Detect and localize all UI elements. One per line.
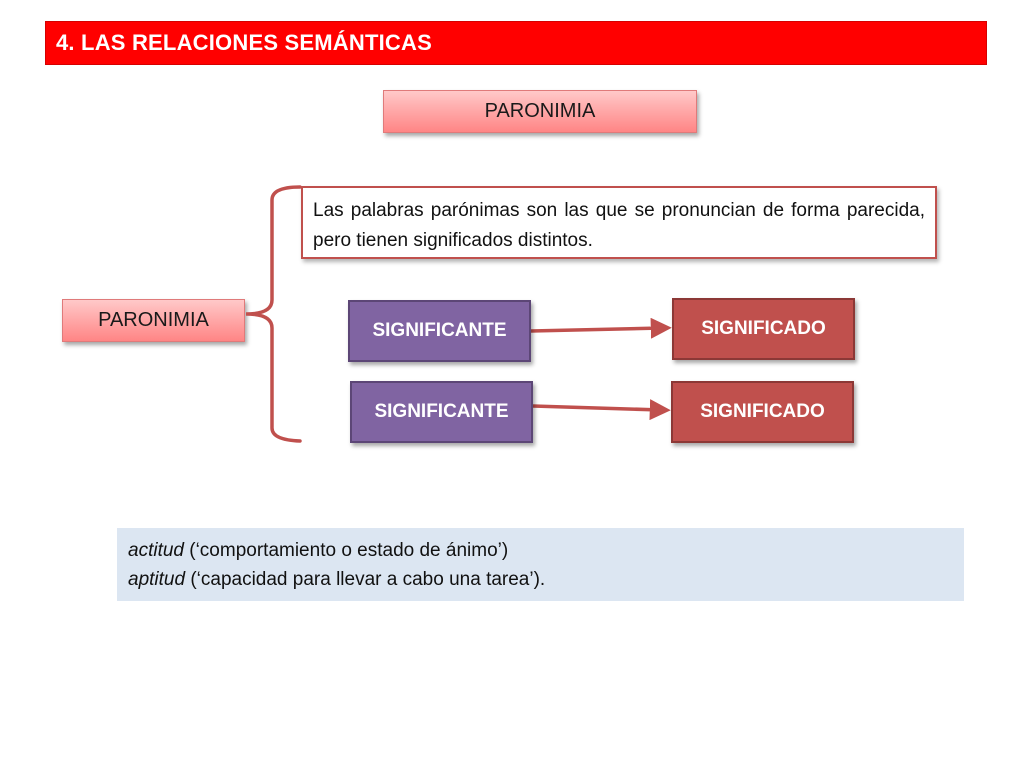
example-word: aptitud xyxy=(128,569,186,590)
example-row-aptitud: aptitud (‘capacidad para llevar a cabo u… xyxy=(128,565,964,594)
paronimia-header-box: PARONIMIA xyxy=(383,90,697,133)
paronimia-concept-box: PARONIMIA xyxy=(62,299,245,342)
significado-box-1: SIGNIFICADO xyxy=(672,298,855,360)
significado-label-1: SIGNIFICADO xyxy=(701,318,826,339)
significante-box-2: SIGNIFICANTE xyxy=(350,381,533,443)
title-bar: 4. LAS RELACIONES SEMÁNTICAS xyxy=(45,21,987,65)
definition-box: Las palabras parónimas son las que se pr… xyxy=(301,186,937,259)
paronimia-header-label: PARONIMIA xyxy=(484,100,596,122)
examples-box: actitud (‘comportamiento o estado de áni… xyxy=(117,528,964,601)
arrow-right-icon xyxy=(532,399,671,421)
paronimia-concept-label: PARONIMIA xyxy=(98,309,209,331)
arrow-right-icon xyxy=(530,317,672,339)
significante-label-1: SIGNIFICANTE xyxy=(372,320,507,341)
example-row-actitud: actitud (‘comportamiento o estado de áni… xyxy=(128,536,964,565)
significante-box-1: SIGNIFICANTE xyxy=(348,300,531,362)
bracket-icon xyxy=(245,185,302,443)
example-gloss: (‘capacidad para llevar a cabo una tarea… xyxy=(185,569,546,590)
example-word: actitud xyxy=(128,540,184,561)
significante-label-2: SIGNIFICANTE xyxy=(374,401,509,422)
slide-title: 4. LAS RELACIONES SEMÁNTICAS xyxy=(56,30,432,55)
example-gloss: (‘comportamiento o estado de ánimo’) xyxy=(183,540,509,561)
significado-label-2: SIGNIFICADO xyxy=(700,401,825,422)
definition-text: Las palabras parónimas son las que se pr… xyxy=(313,200,925,251)
significado-box-2: SIGNIFICADO xyxy=(671,381,854,443)
